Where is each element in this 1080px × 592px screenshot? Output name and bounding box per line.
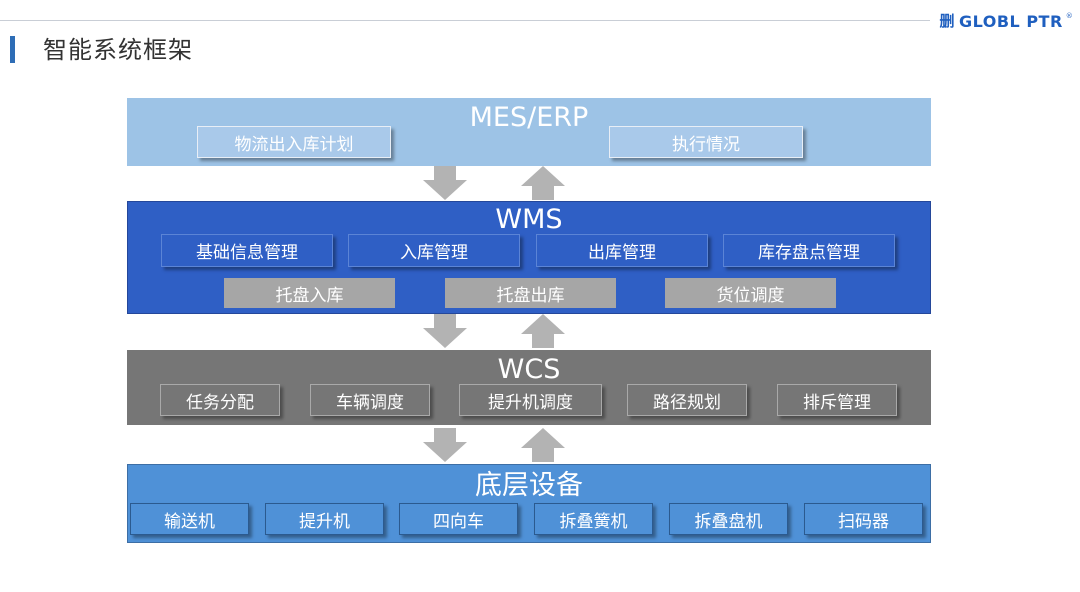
box-pallet-outbound: 托盘出库 [445,278,616,308]
box-barcode-scanner: 扫码器 [804,503,923,535]
box-conveyor: 输送机 [130,503,249,535]
layer-mes-erp: MES/ERP 物流出入库计划 执行情况 [127,98,931,166]
arrow-down-icon [423,428,467,462]
header-rule [0,20,930,21]
box-pallet-stacker: 拆叠盘机 [669,503,788,535]
arrow-up-icon [521,166,565,200]
box-inbound-management: 入库管理 [348,234,520,267]
brand-logo: 删 GLOBL PTR ® [938,10,1073,32]
arrow-down-icon [423,166,467,200]
layer-title-wms: WMS [495,204,563,235]
box-basic-info-management: 基础信息管理 [161,234,333,267]
layer-devices: 底层设备 输送机 提升机 四向车 拆叠簧机 拆叠盘机 扫码器 [127,464,931,543]
box-pallet-inbound: 托盘入库 [224,278,395,308]
layer-title-wcs: WCS [497,354,561,385]
box-location-dispatch: 货位调度 [665,278,836,308]
layer-title-devices: 底层设备 [475,470,583,501]
box-four-way-shuttle: 四向车 [399,503,518,535]
arrow-up-icon [521,314,565,348]
box-hoist: 提升机 [265,503,384,535]
layer-wcs: WCS 任务分配 车辆调度 提升机调度 路径规划 排斥管理 [127,350,931,425]
title-accent-bar [10,36,15,63]
logo-mark-icon: 删 [939,11,955,30]
box-exclusion-management: 排斥管理 [777,384,897,416]
registered-mark: ® [1065,12,1073,20]
arrow-down-icon [423,314,467,348]
layer-title-mes-erp: MES/ERP [469,102,589,133]
box-task-allocation: 任务分配 [160,384,280,416]
box-execution-status: 执行情况 [609,126,803,158]
layer-wms: WMS 基础信息管理 入库管理 出库管理 库存盘点管理 托盘入库 托盘出库 货位… [127,201,931,314]
box-outbound-management: 出库管理 [536,234,708,267]
page-title: 智能系统框架 [43,36,193,64]
box-vehicle-dispatch: 车辆调度 [310,384,430,416]
arrow-up-icon [521,428,565,462]
box-inventory-count-management: 库存盘点管理 [723,234,895,267]
box-spring-stacker: 拆叠簧机 [534,503,653,535]
box-hoist-dispatch: 提升机调度 [459,384,602,416]
logo-text: GLOBL PTR [959,11,1063,31]
box-path-planning: 路径规划 [627,384,747,416]
box-logistics-plan: 物流出入库计划 [197,126,391,158]
